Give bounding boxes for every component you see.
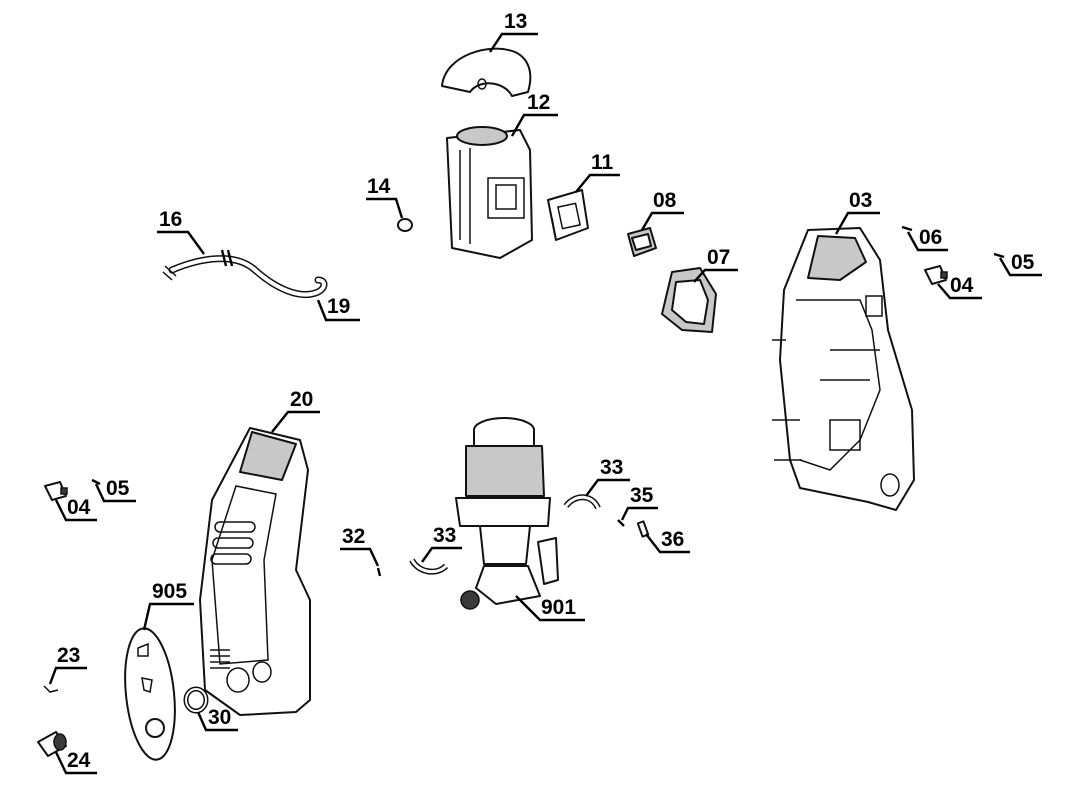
part-33-clip-left [409,558,449,575]
callout-35: 35 [620,484,658,521]
svg-text:32: 32 [342,525,365,548]
callout-33-left: 33 [421,524,462,563]
svg-text:04: 04 [67,496,91,519]
part-05-pin-left [91,478,101,486]
svg-text:24: 24 [67,749,91,772]
callout-05-left: 05 [94,477,136,503]
part-07-grip [661,267,717,333]
svg-text:06: 06 [919,226,942,249]
part-04-connector-right [924,265,948,285]
callout-11: 11 [575,151,620,193]
part-24-connector [37,731,67,757]
callout-07: 07 [693,246,738,283]
part-32-pin [376,567,382,577]
callout-30: 30 [196,706,238,732]
svg-text:04: 04 [950,274,974,297]
callout-16: 16 [157,208,205,255]
callout-03: 03 [834,189,880,235]
svg-text:901: 901 [541,596,576,619]
part-16-19-cable [162,249,328,299]
callout-14: 14 [366,175,404,219]
svg-text:905: 905 [152,580,187,603]
svg-text:11: 11 [591,151,614,174]
part-03-rear-housing [772,227,915,511]
callout-13: 13 [489,10,538,53]
callout-901: 901 [515,595,585,622]
callout-19: 19 [316,295,360,322]
svg-text:03: 03 [849,189,872,212]
callout-04-left: 04 [54,496,97,522]
callout-33-right: 33 [585,456,630,497]
svg-text:13: 13 [504,10,527,33]
svg-text:36: 36 [661,528,684,551]
callout-36: 36 [645,528,690,554]
part-12-housing [446,126,533,259]
part-20-front-housing [199,427,311,716]
part-04-connector-left [44,481,68,501]
part-08-rocker-switch [627,227,657,257]
callout-23: 23 [48,644,87,685]
svg-text:35: 35 [630,484,654,507]
callout-08: 08 [640,189,684,231]
svg-text:23: 23 [57,644,80,667]
callout-32: 32 [340,525,380,567]
callout-04-right: 04 [937,274,982,300]
svg-text:07: 07 [707,246,730,269]
part-36-pin [636,520,650,538]
svg-text:14: 14 [367,175,391,198]
part-35-pin [617,519,625,527]
part-905-plate [124,627,176,761]
part-901-pump-assembly [455,417,559,610]
svg-text:30: 30 [208,706,231,729]
part-05-pin-right [993,252,1005,259]
part-14-plug [397,218,413,232]
svg-text:33: 33 [600,456,623,479]
callout-12: 12 [510,91,558,137]
svg-text:16: 16 [159,208,182,231]
callout-24: 24 [54,749,97,775]
svg-text:33: 33 [433,524,456,547]
callout-20: 20 [271,388,320,433]
callout-06: 06 [906,226,948,252]
part-11-switch-box [547,189,589,241]
svg-text:12: 12 [527,91,550,114]
callout-905: 905 [142,580,194,631]
svg-text:05: 05 [1011,251,1035,274]
part-13-cap [441,47,532,97]
part-33-clip-right [563,494,601,510]
part-30-oring [183,686,209,714]
part-06-pin [901,225,913,232]
svg-text:05: 05 [106,477,130,500]
svg-text:08: 08 [653,189,677,212]
callout-05-right: 05 [998,251,1042,277]
part-23-clip [43,685,59,693]
svg-text:19: 19 [327,295,350,318]
svg-text:20: 20 [290,388,313,411]
